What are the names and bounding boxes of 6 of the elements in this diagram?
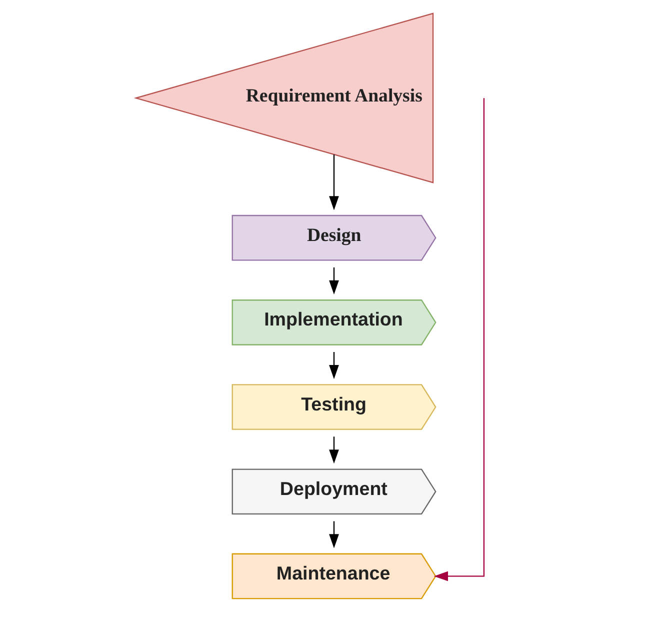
arrow	[329, 154, 339, 210]
arrow	[329, 267, 339, 294]
arrow	[329, 352, 339, 380]
arrow	[434, 98, 485, 582]
arrow	[329, 521, 339, 548]
arrow	[329, 436, 339, 464]
